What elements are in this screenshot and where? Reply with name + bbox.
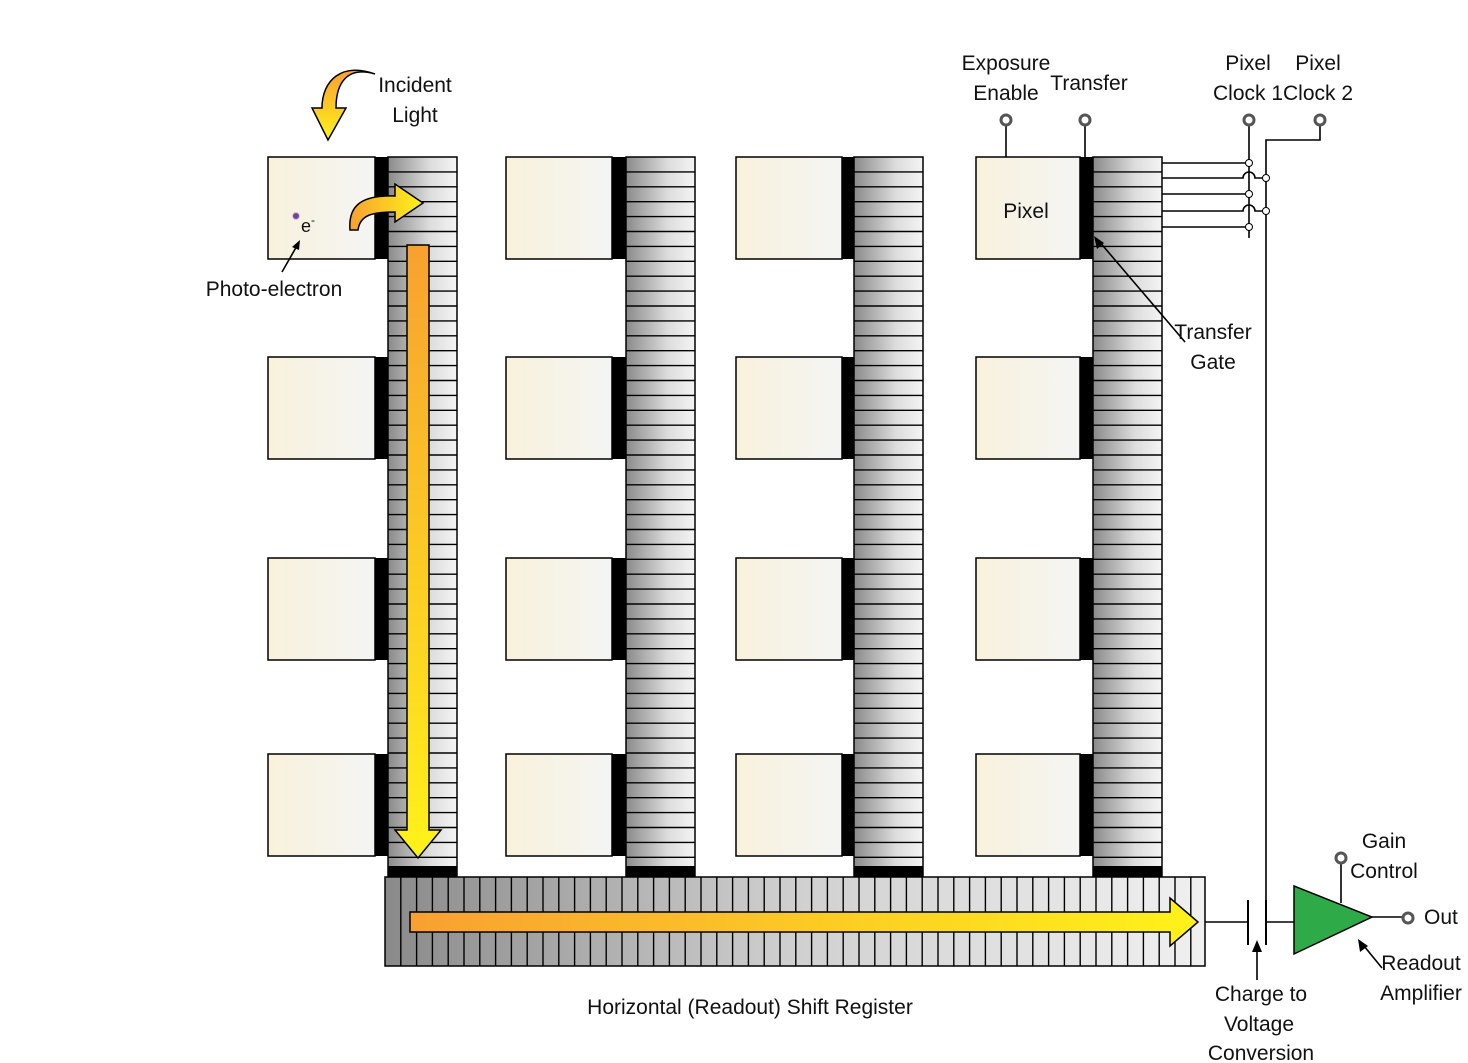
pixel-photodiode [505, 557, 613, 661]
arrowhead-icon [1358, 939, 1368, 952]
transfer-gate [612, 558, 626, 660]
pixel-photodiode [505, 156, 613, 260]
wire-junction-icon [1245, 223, 1253, 231]
transfer-gate [375, 558, 388, 660]
pixel-clock-2-terminal-icon [1313, 113, 1327, 127]
out-terminal-icon [1401, 911, 1415, 925]
wire-junction-icon [1262, 174, 1270, 182]
transfer-gate [842, 754, 854, 856]
pixel-photodiode [735, 356, 843, 460]
transfer-gate [612, 357, 626, 459]
transfer-gate [1080, 357, 1093, 459]
electron-label: e- [301, 213, 315, 236]
transfer-gate [1080, 754, 1093, 856]
pixel-photodiode [975, 557, 1081, 661]
photo-electron-pointer [281, 243, 299, 273]
charge-transfer-arrow-icon [349, 182, 425, 231]
transfer-gate [375, 754, 388, 856]
pixel-photodiode [505, 356, 613, 460]
arrowhead-icon [1252, 940, 1262, 952]
pixel-photodiode [267, 753, 376, 857]
arrowhead-icon [1094, 236, 1104, 249]
transfer-gate [612, 157, 626, 259]
photo-electron-label: Photo-electron [206, 278, 343, 301]
transfer-gate [842, 157, 854, 259]
transfer-label: Transfer [1050, 72, 1127, 95]
vertical-shift-register [853, 156, 924, 878]
wire-junction-icon [1262, 207, 1270, 215]
arrowhead-icon [292, 240, 300, 250]
readout-amplifier-pointer [1363, 945, 1383, 969]
incident-light-arrow-icon [310, 69, 376, 142]
transfer-gate [375, 357, 388, 459]
vertical-shift-register [625, 156, 696, 878]
transfer-terminal-icon [1078, 113, 1092, 127]
readout-amplifier-icon [1293, 884, 1374, 956]
transfer-gate [1080, 157, 1093, 259]
exposure-enable-terminal-icon [999, 113, 1013, 127]
out-label: Out [1424, 906, 1458, 929]
wire-junction-icon [1245, 159, 1253, 167]
pixel-label: Pixel [1003, 200, 1049, 223]
pixel-photodiode [975, 356, 1081, 460]
vertical-charge-flow-arrow [393, 244, 443, 860]
electron-dot-icon [292, 212, 300, 220]
pixel-photodiode [975, 753, 1081, 857]
register-output-gate [626, 866, 695, 877]
transfer-gate [842, 357, 854, 459]
pixel-photodiode [505, 753, 613, 857]
clock-phase-wire [1162, 171, 1266, 179]
transfer-gate-pointer [1097, 239, 1186, 343]
vertical-shift-register [1092, 156, 1163, 878]
pixel-photodiode [735, 753, 843, 857]
transfer-gate [612, 754, 626, 856]
pixel-photodiode [267, 356, 376, 460]
pixel-clock-1-terminal-icon [1242, 113, 1256, 127]
wire-junction-icon [1245, 190, 1253, 198]
horizontal-charge-flow-arrow [409, 896, 1200, 948]
pixel-clock-2-wire [1265, 125, 1321, 920]
pixel-photodiode [267, 557, 376, 661]
pixel-photodiode [735, 557, 843, 661]
pixel-photodiode [975, 156, 1081, 260]
horizontal-register-label: Horizontal (Readout) Shift Register [587, 996, 913, 1019]
transfer-gate [1080, 558, 1093, 660]
register-output-gate [854, 866, 923, 877]
gain-control-terminal-icon [1334, 851, 1348, 865]
transfer-gate [842, 558, 854, 660]
clock-phase-wire [1162, 204, 1266, 212]
pixel-photodiode [735, 156, 843, 260]
register-output-gate [1093, 866, 1162, 877]
register-output-gate [388, 866, 457, 877]
